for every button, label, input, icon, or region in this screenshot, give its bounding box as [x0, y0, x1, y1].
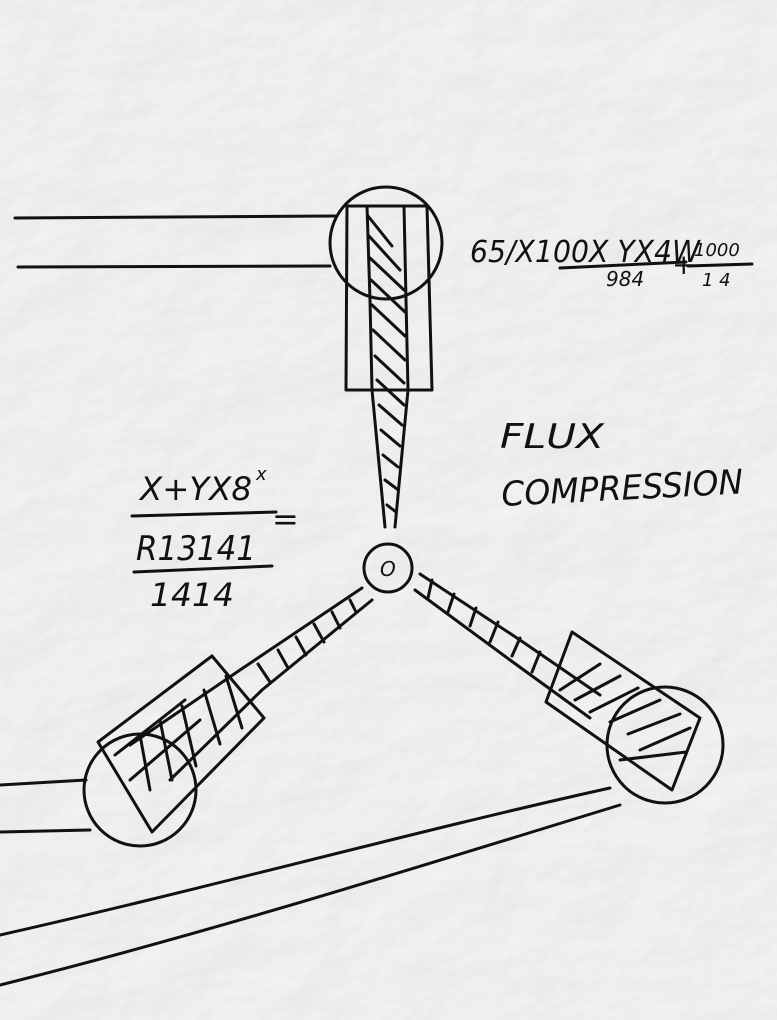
- top-formula-numerator: 65/X100X YX4W: [470, 235, 701, 270]
- right-circle: [605, 685, 725, 805]
- top-formula-denominator: 984: [606, 267, 644, 291]
- top-housing: [344, 204, 434, 392]
- left-housing: [96, 654, 266, 834]
- left-formula-line1: X+YX8: [138, 470, 252, 508]
- top-wire-lower: [16, 264, 332, 269]
- left-formula-bar-1: [130, 510, 278, 518]
- left-formula-superscript: x: [255, 464, 267, 485]
- left-formula-line2: R13141: [136, 529, 256, 569]
- top-formula-small-bar: [686, 262, 754, 268]
- left-circle: [82, 732, 198, 848]
- top-formula-bar: [558, 260, 688, 270]
- left-inner-hatching: [113, 674, 244, 792]
- left-formula-bar-2: [132, 564, 274, 574]
- label-flux: FLUX: [500, 417, 605, 457]
- left-formula-line3: 1414: [150, 576, 234, 614]
- right-wire-upper: [0, 786, 612, 937]
- top-wire-upper: [13, 214, 337, 220]
- hub-circle: [362, 542, 414, 594]
- top-tube: [365, 204, 410, 529]
- top-hatching: [366, 214, 407, 514]
- right-wire-lower: [0, 803, 622, 987]
- top-formula-frac-denominator: 1 4: [702, 270, 731, 291]
- right-hatching: [426, 578, 542, 674]
- left-wire-upper: [0, 778, 88, 787]
- right-housing: [544, 630, 702, 792]
- right-inner-hatching: [558, 662, 692, 762]
- top-formula-plus: +: [672, 248, 695, 281]
- top-circle: [328, 185, 444, 301]
- hub-label: O: [380, 557, 396, 581]
- top-formula-frac-numerator: 1000: [694, 240, 740, 261]
- left-wire-lower: [0, 828, 92, 834]
- left-hatching: [256, 598, 358, 684]
- left-tube: [128, 586, 374, 782]
- left-formula-equals: =: [272, 500, 299, 538]
